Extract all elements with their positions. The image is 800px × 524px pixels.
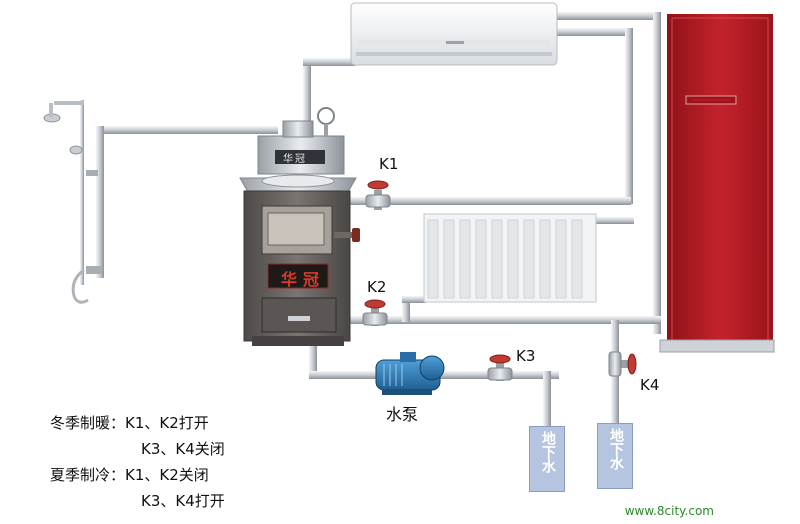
groundwater-well-right: 地下水 (597, 423, 633, 489)
valve-k2-label: K2 (367, 278, 387, 296)
valve-k1[interactable] (365, 180, 391, 210)
valve-k3[interactable] (487, 354, 513, 381)
legend-winter-line-2: K3、K4关闭 (141, 440, 225, 458)
pipe-segment (402, 296, 426, 303)
door-handle (334, 232, 358, 238)
legend-summer-line: 夏季制冷：K1、K2关闭 (50, 466, 209, 484)
pipe-segment (303, 58, 311, 134)
valve-k1-label: K1 (379, 155, 399, 173)
legend-winter-line: 冬季制暖：K1、K2打开 (50, 414, 209, 432)
water-pump (375, 352, 445, 395)
pipe-segment (611, 410, 619, 424)
pump-label: 水泵 (386, 405, 419, 424)
pipe-segment (553, 12, 661, 20)
well-label: 地下水 (608, 428, 624, 470)
radiator (423, 213, 597, 303)
pipe-segment (303, 58, 355, 66)
wall-air-conditioner (350, 2, 558, 66)
boiler-top-plate (275, 150, 325, 164)
ac-logo (446, 41, 464, 44)
pipe-segment (345, 197, 631, 205)
pressure-gauge (317, 107, 335, 125)
valve-k4[interactable] (608, 351, 637, 377)
pipe-segment (345, 316, 661, 324)
pipe-segment (553, 28, 633, 36)
pipe-segment (653, 12, 661, 334)
shower-fixture (43, 100, 102, 304)
groundwater-well-left: 地下水 (529, 426, 565, 492)
well-label: 地下水 (540, 431, 556, 473)
pipe-segment (625, 28, 633, 204)
valve-k4-label: K4 (640, 376, 660, 394)
watermark: www.8city.com (624, 504, 714, 518)
boiler-name-plate: 华冠 (281, 270, 326, 289)
pipe-segment (100, 126, 278, 134)
legend-summer-line-2: K3、K4打开 (141, 492, 225, 510)
pipe-segment (309, 343, 317, 378)
pipe-segment (96, 126, 104, 278)
valve-k2[interactable] (362, 299, 388, 326)
floor-air-conditioner (659, 14, 775, 353)
pipe-segment (594, 217, 634, 224)
boiler (239, 107, 360, 346)
boiler-top-label: 华冠 (283, 154, 307, 165)
valve-k3-label: K3 (516, 347, 536, 365)
pipe-segment (543, 371, 551, 421)
pipe-segment (543, 415, 551, 427)
pipe-segment (402, 296, 410, 322)
